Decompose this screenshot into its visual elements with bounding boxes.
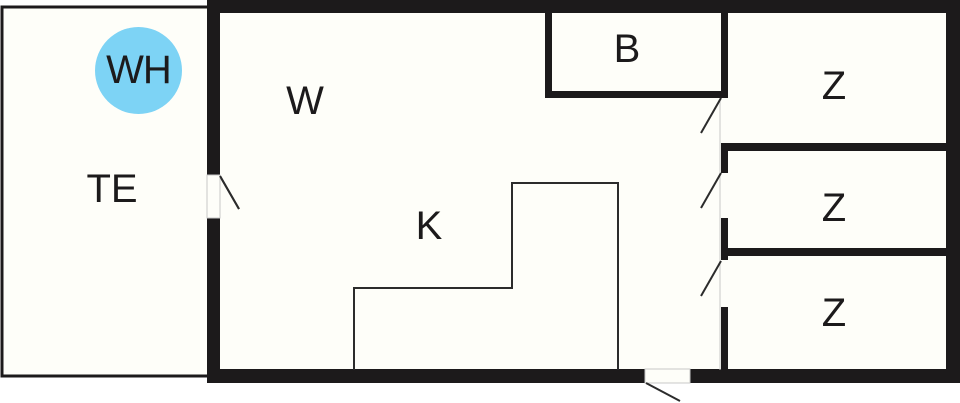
room-label-kitchen: K: [415, 204, 443, 248]
room-label-bedroom-1: Z: [821, 64, 847, 108]
door-entrance: [644, 368, 691, 384]
room-label-terrace: TE: [86, 167, 138, 211]
room-label-bedroom-3: Z: [821, 291, 847, 335]
kitchen-counter: [353, 182, 619, 370]
room-label-living: W: [286, 79, 324, 123]
main-floor: [214, 8, 954, 376]
wh-badge: WH: [95, 27, 182, 114]
bathroom-walls: [545, 10, 728, 98]
door-bedroom-1: [700, 172, 722, 209]
door-bedroom-2: [700, 260, 722, 297]
room-label-bedroom-2: Z: [821, 186, 847, 230]
wh-badge-label: WH: [106, 48, 172, 92]
door-bathroom: [700, 97, 722, 134]
bedroom-walls: [721, 143, 954, 377]
outer-walls: [207, 0, 960, 383]
room-label-bathroom: B: [613, 27, 641, 71]
doors: [206, 97, 722, 402]
